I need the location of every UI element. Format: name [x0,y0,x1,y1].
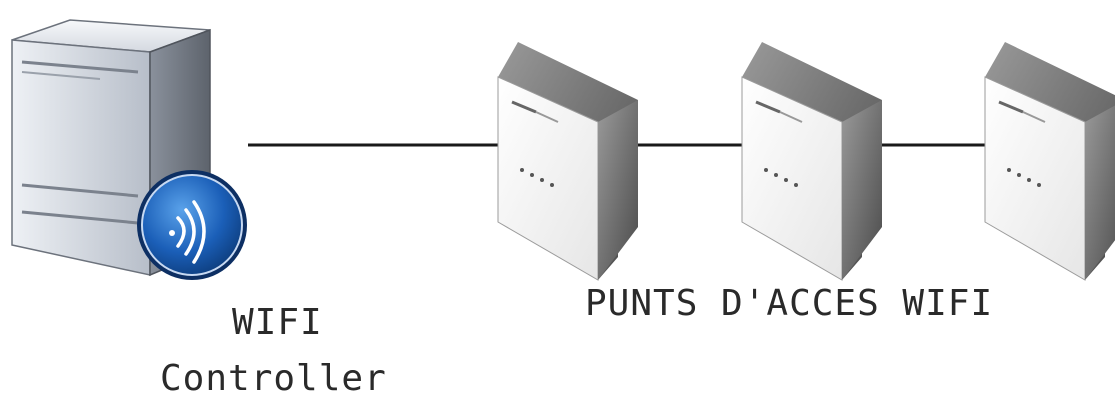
access-point-icon [984,42,1115,281]
controller-label-line2: Controller [160,358,387,399]
access-points-label: PUNTS D'ACCES WIFI [585,283,994,324]
access-point-icon [497,42,638,281]
controller-label-line1: WIFI [232,302,323,343]
wifi-signal-icon [137,170,247,280]
access-point-icon [741,42,882,281]
